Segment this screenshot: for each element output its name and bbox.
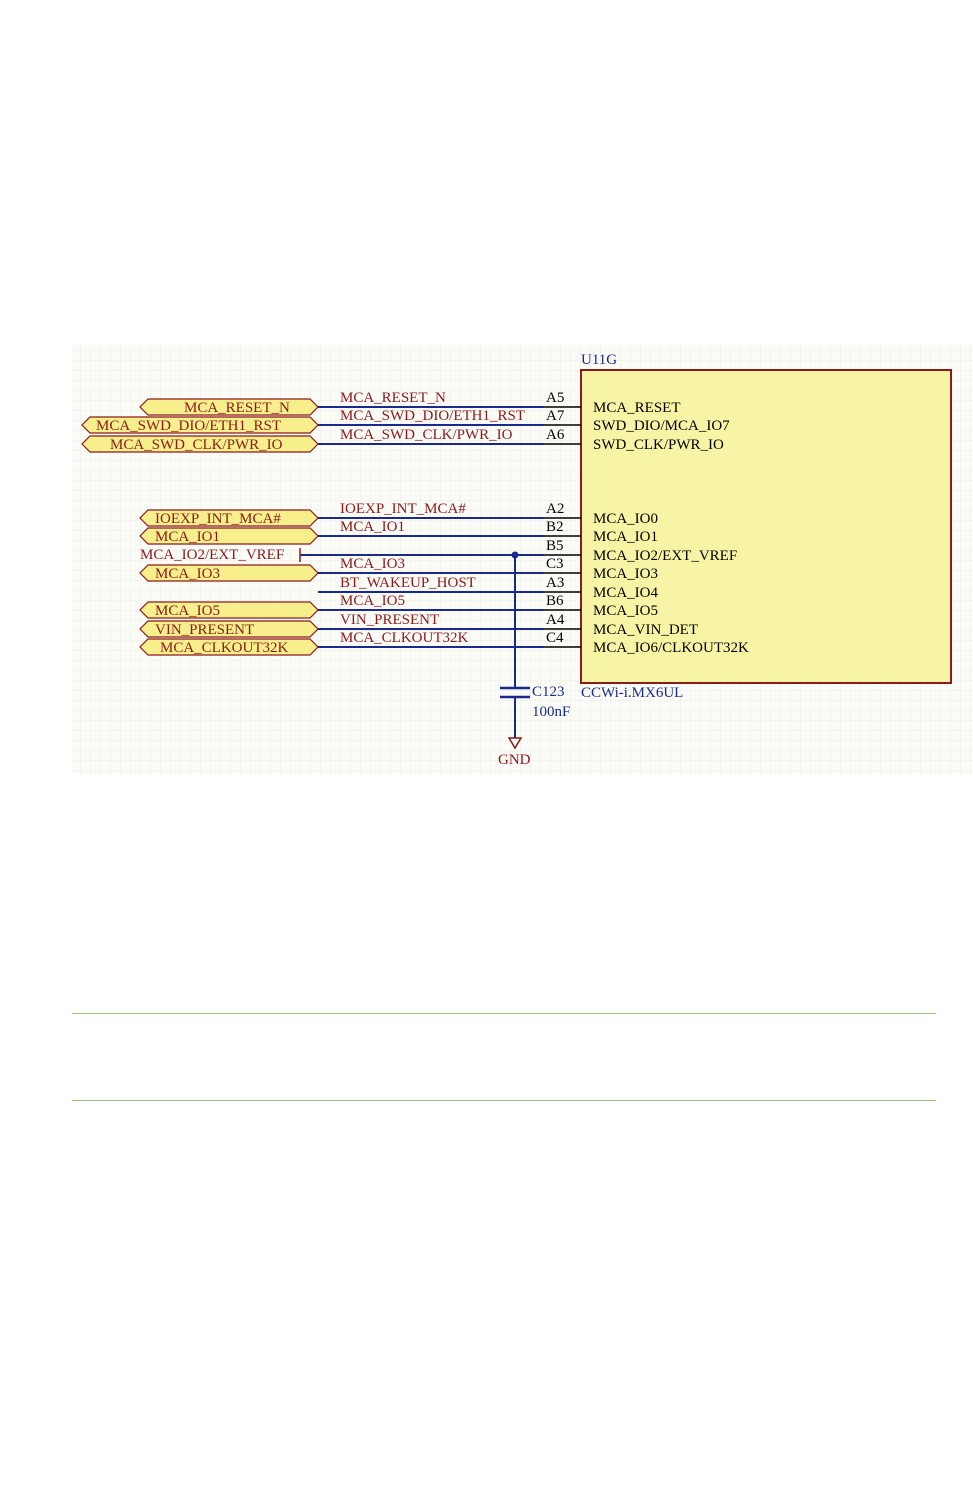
pin-number: A4: [546, 612, 565, 628]
port-label: MCA_IO1: [155, 529, 220, 545]
divider-top: [72, 1013, 936, 1014]
port-shapes: [81, 398, 319, 656]
pin-name: SWD_DIO/MCA_IO7: [593, 418, 730, 434]
pin-number: A2: [546, 501, 564, 517]
pin-name: MCA_IO6/CLKOUT32K: [593, 640, 749, 656]
net-label: MCA_SWD_CLK/PWR_IO: [340, 427, 513, 443]
junction-dot: [511, 551, 519, 559]
component-designator: U11G: [581, 352, 617, 368]
component-body: [580, 369, 952, 684]
port-label: MCA_IO3: [155, 566, 220, 582]
pin-number: C3: [546, 556, 564, 572]
port-label: VIN_PRESENT: [155, 622, 254, 638]
capacitor-symbol: [500, 686, 530, 699]
capacitor-value: 100nF: [532, 704, 570, 720]
ground-icon: [507, 737, 523, 750]
pin-number: B5: [546, 538, 564, 554]
net-label: VIN_PRESENT: [340, 612, 439, 628]
vref-label: MCA_IO2/EXT_VREF: [140, 547, 284, 563]
divider-bottom: [72, 1100, 936, 1101]
port-label: MCA_IO5: [155, 603, 220, 619]
pin-name: MCA_IO2/EXT_VREF: [593, 548, 737, 564]
pin-lines: [544, 406, 581, 648]
pin-name: MCA_IO5: [593, 603, 658, 619]
port-label: MCA_SWD_CLK/PWR_IO: [110, 437, 283, 453]
net-label: MCA_IO5: [340, 593, 405, 609]
pin-name: SWD_CLK/PWR_IO: [593, 437, 724, 453]
pin-name: MCA_IO1: [593, 529, 658, 545]
pin-number: A7: [546, 408, 565, 424]
pin-number: C4: [546, 630, 564, 646]
pin-number: B6: [546, 593, 564, 609]
pin-name: MCA_IO0: [593, 511, 658, 527]
ground-label: GND: [498, 752, 531, 768]
port-label: IOEXP_INT_MCA#: [155, 511, 281, 527]
pin-number: A3: [546, 575, 564, 591]
wires: [300, 406, 544, 738]
net-label: MCA_CLKOUT32K: [340, 630, 469, 646]
pin-number: A6: [546, 427, 565, 443]
port-label: MCA_SWD_DIO/ETH1_RST: [96, 418, 281, 434]
net-label: MCA_SWD_DIO/ETH1_RST: [340, 408, 525, 424]
pin-number: A5: [546, 390, 564, 406]
port-label: MCA_CLKOUT32K: [160, 640, 289, 656]
pin-name: MCA_IO3: [593, 566, 658, 582]
net-label: IOEXP_INT_MCA#: [340, 501, 466, 517]
capacitor-designator: C123: [532, 684, 565, 700]
component-part-name: CCWi-i.MX6UL: [581, 685, 683, 701]
net-label: MCA_RESET_N: [340, 390, 446, 406]
pin-name: MCA_VIN_DET: [593, 622, 698, 638]
net-label: MCA_IO1: [340, 519, 405, 535]
pin-name: MCA_IO4: [593, 585, 659, 601]
pin-number: B2: [546, 519, 564, 535]
pin-name: MCA_RESET: [593, 400, 681, 416]
port-label: MCA_RESET_N: [184, 400, 290, 416]
net-label: BT_WAKEUP_HOST: [340, 575, 476, 591]
net-label: MCA_IO3: [340, 556, 405, 572]
